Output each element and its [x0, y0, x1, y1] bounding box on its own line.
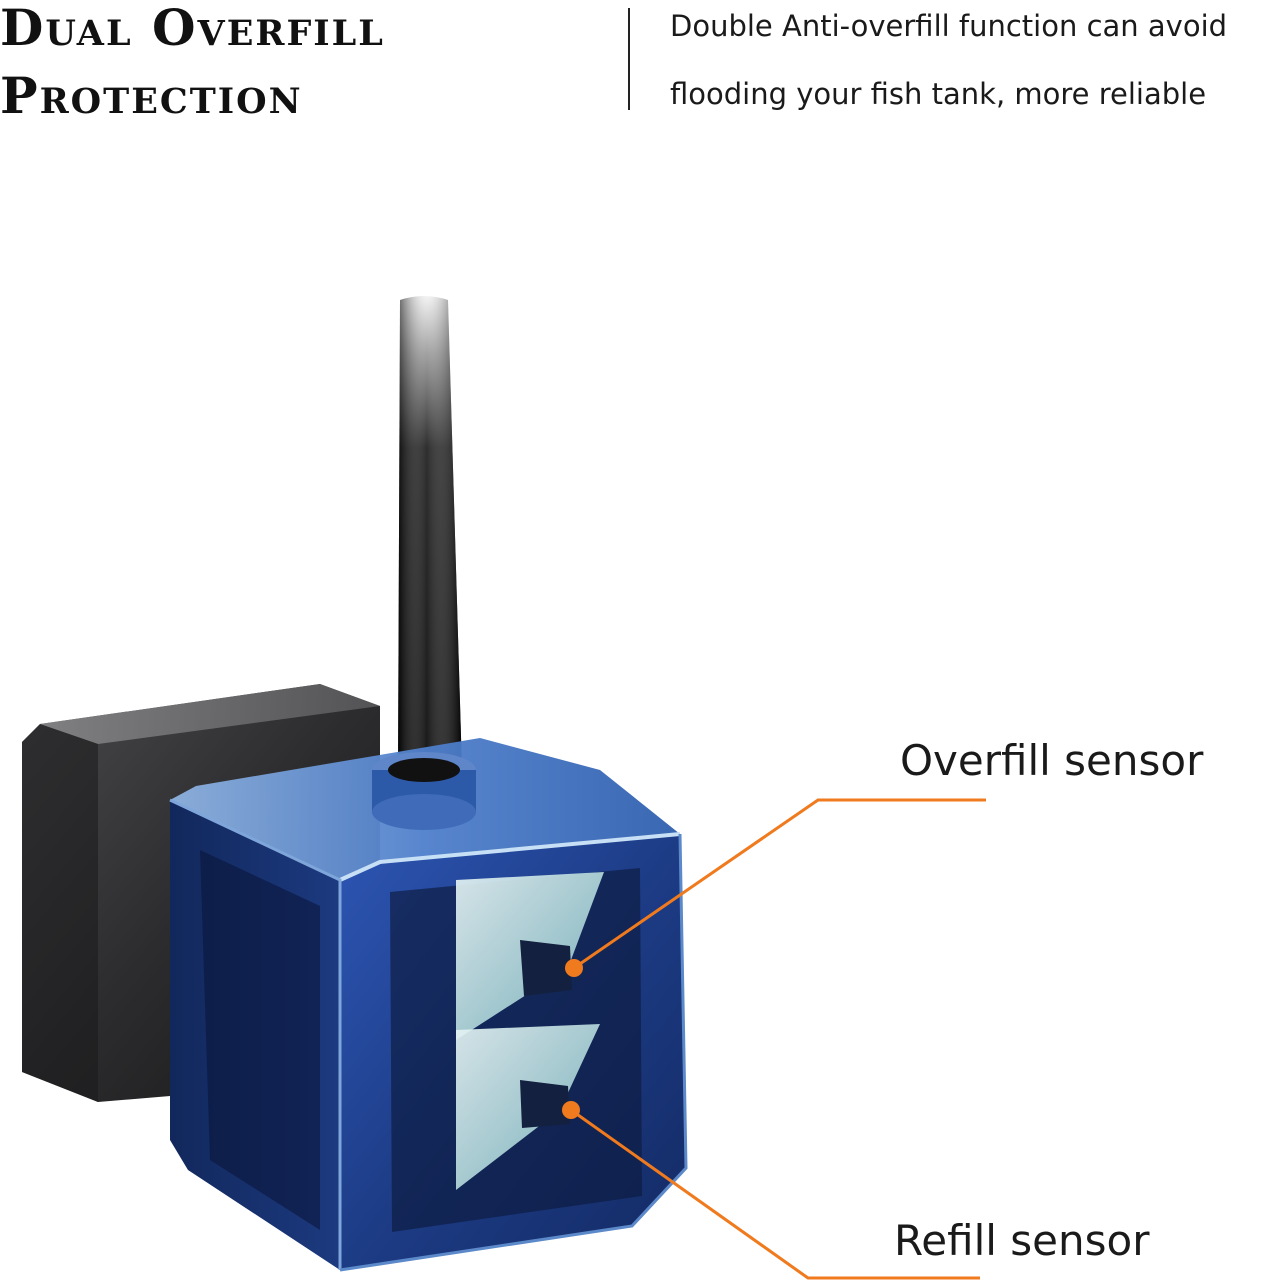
description: Double Anti-overfill function can avoid … — [670, 0, 1282, 128]
refill-callout — [562, 1101, 980, 1280]
refill-sensor-dot — [562, 1101, 580, 1119]
refill-prism — [456, 1024, 600, 1190]
overfill-sensor-label: Overfill sensor — [900, 736, 1204, 785]
headline-line-2: Protection — [0, 66, 303, 125]
refill-sensor-label: Refill sensor — [894, 1216, 1150, 1265]
cable-gland — [372, 752, 476, 830]
overfill-sensor-dot — [565, 959, 583, 977]
headline: Dual Overfill Protection — [0, 0, 385, 130]
description-line-2: flooding your fish tank, more reliable — [670, 77, 1207, 111]
description-line-1: Double Anti-overfill function can avoid — [670, 9, 1228, 43]
overfill-prism — [456, 872, 604, 1040]
header-divider — [628, 8, 630, 110]
headline-line-1: Dual Overfill — [0, 0, 385, 57]
overfill-callout — [565, 798, 986, 977]
sensor-cable — [398, 296, 462, 770]
